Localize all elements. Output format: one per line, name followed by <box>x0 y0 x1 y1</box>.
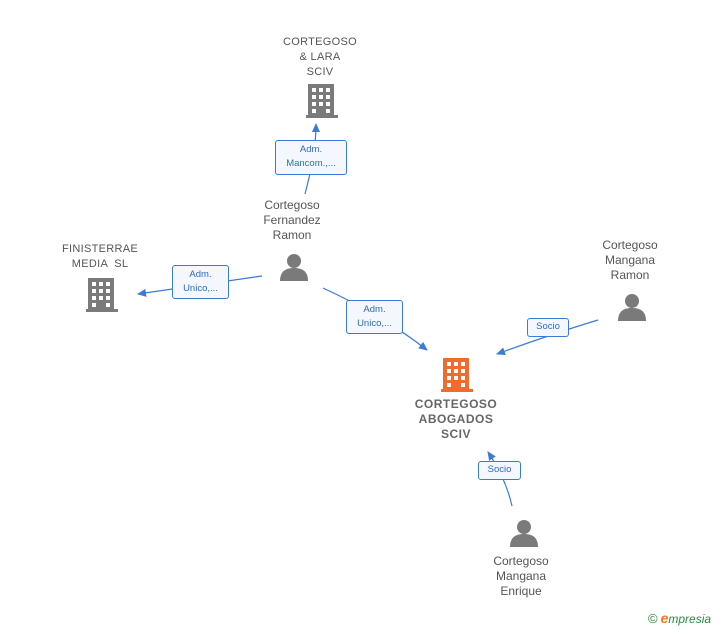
node-label-finisterrae[interactable]: FINISTERRAE MEDIA SL <box>61 243 139 270</box>
person-icon[interactable] <box>280 254 308 281</box>
edge-label-adm-unico-abogados[interactable]: Adm. Unico,... <box>346 300 403 334</box>
building-icon-main[interactable] <box>441 358 473 392</box>
edge-label-socio-ramon[interactable]: Socio <box>527 318 569 337</box>
node-label-cortegoso-mangana-ramon[interactable]: Cortegoso Mangana Ramon <box>602 238 658 282</box>
node-label-cortegoso-lara[interactable]: CORTEGOSO & LARA SCIV <box>282 36 357 78</box>
building-icon[interactable] <box>306 84 338 118</box>
node-label-cortegoso-fernandez-ramon[interactable]: Cortegoso Fernandez Ramon <box>263 198 321 242</box>
empresia-logo[interactable]: ©empresia <box>648 610 711 626</box>
edge-label-adm-mancom[interactable]: Adm. Mancom.,... <box>275 140 347 175</box>
brand-first-letter: e <box>660 610 669 626</box>
edge-label-socio-enrique[interactable]: Socio <box>478 461 521 480</box>
node-label-cortegoso-mangana-enrique[interactable]: Cortegoso Mangana Enrique <box>493 554 549 598</box>
copyright-icon: © <box>648 611 658 626</box>
node-label-cortegoso-abogados[interactable]: CORTEGOSO ABOGADOS SCIV <box>414 397 498 441</box>
edge-label-adm-unico-finisterrae[interactable]: Adm. Unico,... <box>172 265 229 299</box>
person-icon[interactable] <box>510 520 538 547</box>
person-icon[interactable] <box>618 294 646 321</box>
building-icon[interactable] <box>86 278 118 312</box>
brand-rest: mpresia <box>668 612 712 626</box>
